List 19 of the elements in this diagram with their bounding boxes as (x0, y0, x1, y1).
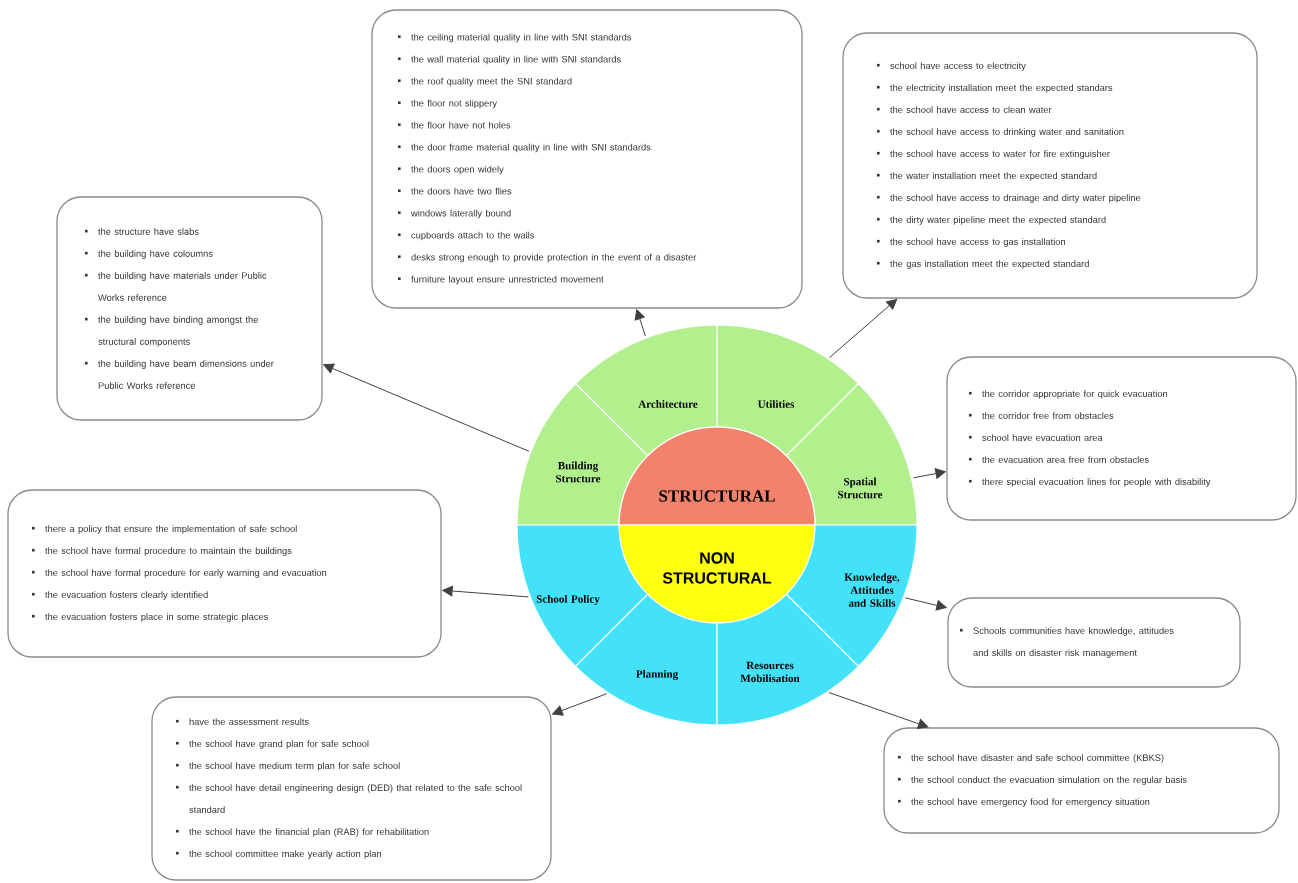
wheel-segment: Utilities (716, 324, 860, 457)
bullet-list-box: Schools communities have knowledge, attitudes and skills on disaster risk management (947, 597, 1241, 688)
bullet-list-box: school have access to electricity the electricity installation meet the expected standars the school have access to clean water the school have access to drinking water and sanitation the school have access to water for fire extinguisher the water installation meet the expected standard the school have access to drainage and dirty water pipeline the dirty water pipeline meet the expected standard the school have access to gas installation the gas installation meet the expected standard (842, 32, 1258, 299)
bullet-list-box: the school have disaster and safe school committee (KBKS) the school conduct the evacuation simulation on the regular basis the school have emergency food for emergency situation (883, 727, 1280, 834)
arrow (634, 309, 646, 337)
arrow (552, 693, 608, 716)
bullet-list-box: there a policy that ensure the implementation of safe school the school have formal procedure to maintain the buildings the school have formal procedure for early warning and evacuation the evacuation fosters clearly identified the evacuation fosters place in some strategic places (7, 489, 442, 658)
arrow (829, 298, 898, 358)
arrow (442, 585, 529, 598)
arrow (828, 692, 929, 729)
wheel-segment: School Policy (516, 524, 649, 668)
arrow (904, 597, 947, 611)
bullet-list-box: have the assessment results the school have grand plan for safe school the school have medium term plan for safe school the school have detail engineering design (DED) that related to the safe school standard the school have the financial plan (RAB) for rehabilitation the school committee make yearly action plan (151, 696, 552, 881)
wheel-segment: Architecture (574, 324, 718, 457)
bullet-list-box: the structure have slabs the building have coloumns the building have materials under Public Works reference the building have binding amongst the structural components the building have beam dimensions under Public Works reference (56, 196, 323, 421)
arrow (912, 468, 946, 479)
bullet-list-box: the corridor appropriate for quick evacuation the corridor free from obstacles school have evacuation area the evacuation area free from obstacles there special evacuation lines for people with disability (946, 356, 1297, 521)
bullet-list-box: the ceiling material quality in line with SNI standards the wall material quality in line with SNI standards the roof quality meet the SNI standard the floor not slippery the floor have not holes the door frame material quality in line with SNI standards the doors open widely the doors have two flies windows laterally bound cupboards attach to the walls desks strong enough to provide protection in the event of a disaster furniture layout ensure unrestricted movement (371, 9, 803, 309)
arrow (323, 363, 530, 452)
